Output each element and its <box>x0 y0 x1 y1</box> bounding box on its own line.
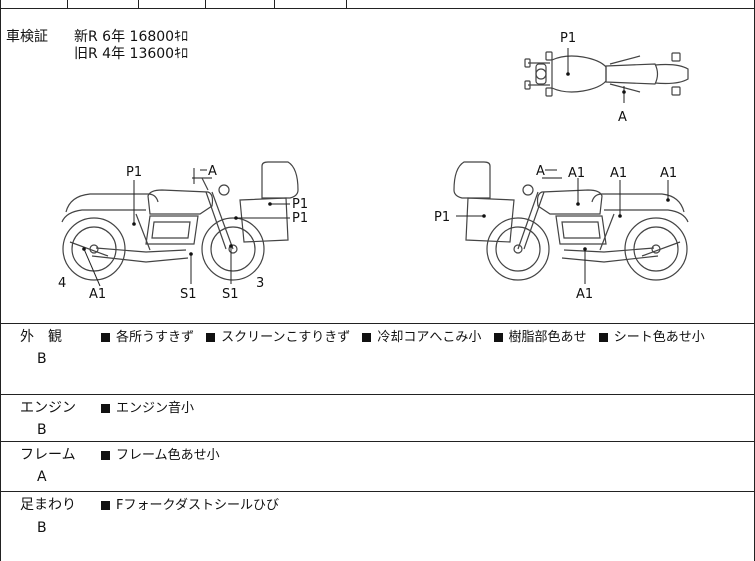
label-right-p1-case: P1 <box>434 210 450 225</box>
inspection-item: シート色あせ小 <box>598 330 705 345</box>
inspection-item: スクリーンこすりきず <box>206 330 350 345</box>
damage-diagram: P1 A P1 A P1 P1 4 A1 S1 S1 3 A A1 A1 A1 … <box>58 31 689 302</box>
frame-top-line <box>0 8 755 9</box>
inspection-items: 各所うすきず スクリーンこすりきず 冷却コアへこみ小 樹脂部色あせ シート色あせ… <box>101 329 713 346</box>
bullet-icon <box>206 332 216 342</box>
inspection-label: 外 観 <box>20 329 62 345</box>
label-top-a: A <box>618 110 627 125</box>
diagram-bottom-line <box>0 323 755 324</box>
inspection-item: 冷却コアへこみ小 <box>362 330 481 345</box>
inspection-label: エンジン <box>20 400 76 416</box>
inspection-items: エンジン音小 <box>101 400 202 417</box>
row-divider <box>0 394 755 395</box>
inspection-item: Fフォークダストシールひび <box>101 498 279 513</box>
inspection-label: 足まわり <box>20 497 76 513</box>
row-divider <box>0 491 755 492</box>
inspection-label: フレーム <box>20 447 76 463</box>
shaken-label: 車検証 <box>6 29 48 45</box>
inspection-grade: B <box>37 520 47 536</box>
inspection-row-frame: フレーム A フレーム色あせ小 <box>0 442 755 491</box>
inspection-item: エンジン音小 <box>101 401 194 416</box>
bullet-icon <box>101 500 110 510</box>
callout-dots <box>82 72 670 256</box>
shaken-old: 旧R 4年 13600ｷﾛ <box>74 46 189 62</box>
bullet-icon <box>493 332 503 342</box>
top-view-motorcycle <box>524 51 689 97</box>
label-left-p1-case1: P1 <box>292 197 308 212</box>
label-left-a1: A1 <box>89 287 106 302</box>
label-right-a1-1: A1 <box>568 166 585 181</box>
label-left-a-top: A <box>208 164 217 179</box>
label-right-a1-bottom: A1 <box>576 287 593 302</box>
bullet-icon <box>101 403 110 413</box>
label-left-s1-1: S1 <box>180 287 197 302</box>
right-view-motorcycle <box>453 161 689 281</box>
label-right-a1-3: A1 <box>660 166 677 181</box>
label-left-p1-case2: P1 <box>292 211 308 226</box>
bullet-icon <box>362 332 372 342</box>
label-left-3: 3 <box>256 276 264 291</box>
inspection-items: Fフォークダストシールひび <box>101 497 287 514</box>
row-divider <box>0 441 755 442</box>
shaken-new: 新R 6年 16800ｷﾛ <box>74 29 189 45</box>
label-right-a-top: A <box>536 164 545 179</box>
label-left-s1-2: S1 <box>222 287 239 302</box>
inspection-item: 各所うすきず <box>101 330 194 345</box>
callout-leaders <box>83 48 669 287</box>
bullet-icon <box>101 450 110 460</box>
inspection-row-exterior: 外 観 B 各所うすきず スクリーンこすりきず 冷却コアへこみ小 樹脂部色あせ … <box>0 324 755 394</box>
header-cells <box>0 0 755 8</box>
inspection-item: フレーム色あせ小 <box>101 448 220 463</box>
left-view-motorcycle <box>61 161 299 281</box>
inspection-grade: B <box>37 422 47 438</box>
inspection-grade: A <box>37 469 47 485</box>
inspection-grade: B <box>37 351 47 367</box>
bullet-icon <box>598 332 608 342</box>
label-right-a1-2: A1 <box>610 166 627 181</box>
inspection-row-engine: エンジン B エンジン音小 <box>0 395 755 441</box>
label-top-p1: P1 <box>560 31 576 46</box>
inspection-row-suspension: 足まわり B Fフォークダストシールひび <box>0 492 755 561</box>
label-left-p1-top: P1 <box>126 165 142 180</box>
bullet-icon <box>101 332 110 342</box>
label-left-4: 4 <box>58 276 66 291</box>
inspection-items: フレーム色あせ小 <box>101 447 228 464</box>
frame-left-line <box>0 0 1 561</box>
inspection-item: 樹脂部色あせ <box>493 330 587 345</box>
